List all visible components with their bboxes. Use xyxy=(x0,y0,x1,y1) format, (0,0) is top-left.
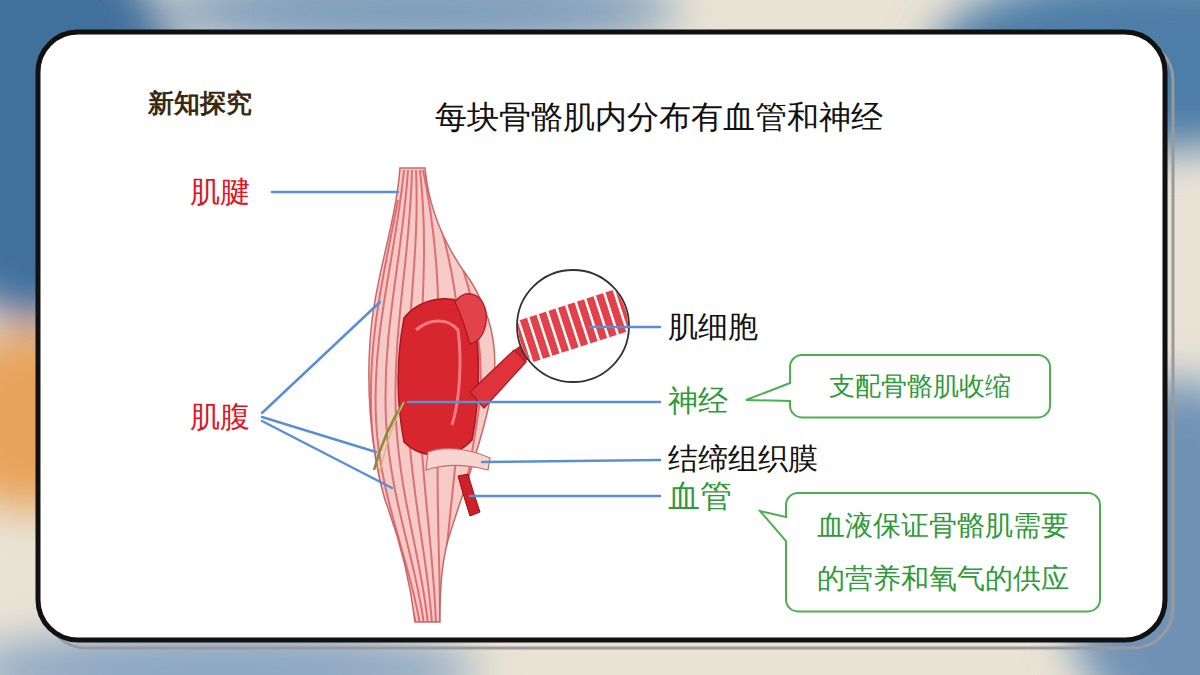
leader-lines xyxy=(262,192,660,496)
leader-line xyxy=(262,421,392,488)
callout-shape xyxy=(760,493,1100,611)
bundle-top xyxy=(455,294,486,344)
muscle-striations xyxy=(371,170,481,625)
leader-line xyxy=(262,417,376,452)
leader-line xyxy=(272,191,398,194)
callout-box: 血液保证骨骼肌需要的营养和氧气的供应 xyxy=(786,493,1100,611)
callout-box: 支配骨骼肌收缩 xyxy=(790,355,1050,417)
callout-shape xyxy=(746,355,1050,417)
nerve-fiber xyxy=(380,402,404,472)
part-label: 神经 xyxy=(668,383,728,419)
part-label: 肌腱 xyxy=(190,174,250,210)
leader-line xyxy=(482,460,660,462)
slide-heading: 每块骨骼肌内分布有血管和神经 xyxy=(435,98,883,136)
content-panel xyxy=(38,32,1165,640)
muscle-illustration xyxy=(369,168,646,625)
leader-line xyxy=(470,495,660,498)
section-tag: 新知探究 xyxy=(148,88,252,119)
muscle-fiber xyxy=(470,350,526,408)
leader-line xyxy=(408,401,660,404)
callout-text: 血液保证骨骼肌需要的营养和氧气的供应 xyxy=(810,499,1076,605)
bundle-highlight xyxy=(416,321,460,425)
part-label: 肌细胞 xyxy=(668,309,758,345)
part-label: 肌腹 xyxy=(190,399,250,435)
part-label: 血管 xyxy=(668,477,732,515)
part-label: 结缔组织膜 xyxy=(668,441,818,477)
callout-text: 支配骨骼肌收缩 xyxy=(804,368,1036,404)
leader-line xyxy=(262,302,380,413)
leader-line xyxy=(590,326,660,329)
connective-membrane xyxy=(426,449,490,470)
